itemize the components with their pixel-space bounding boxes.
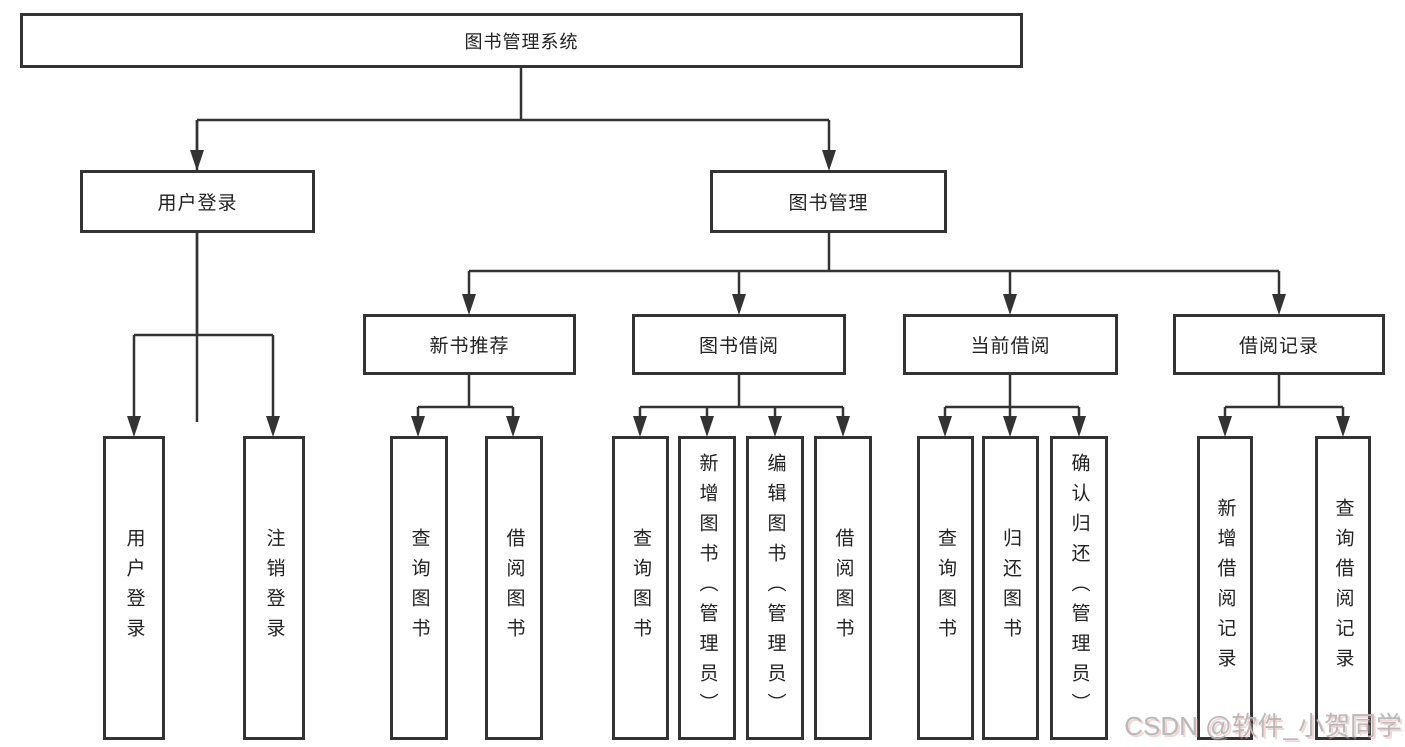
node-label: 借阅记录: [1238, 336, 1319, 357]
node-label: 图书借阅: [698, 336, 779, 357]
node-label: 当前借阅: [970, 336, 1051, 357]
node-label: 图书管理: [788, 193, 869, 214]
node-label: 注销登录: [263, 528, 285, 648]
node-borrow-records: 借阅记录: [1173, 314, 1385, 375]
node-label: 新增借阅记录: [1214, 498, 1236, 678]
node-label: 确认归还（管理员）: [1068, 453, 1090, 723]
node-book-borrow: 图书借阅: [632, 314, 846, 375]
node-new-book-recommend: 新书推荐: [363, 314, 576, 375]
node-label: 查询借阅记录: [1332, 498, 1354, 678]
node-leaf-recommend-borrow-books: 借阅图书: [485, 436, 543, 740]
node-leaf-records-query-record: 查询借阅记录: [1315, 436, 1371, 740]
node-label: 查询图书: [408, 528, 430, 648]
node-leaf-current-return-books: 归还图书: [982, 436, 1039, 740]
node-label: 用户登录: [123, 528, 145, 648]
node-label: 借阅图书: [832, 528, 854, 648]
node-label: 查询图书: [630, 528, 651, 648]
node-leaf-borrow-add-books-admin: 新增图书（管理员）: [678, 436, 736, 740]
node-current-borrow: 当前借阅: [903, 314, 1118, 375]
csdn-watermark: CSDN @软件_小贺同学: [1124, 711, 1402, 741]
node-leaf-user-login: 用户登录: [103, 436, 165, 740]
node-leaf-borrow-borrow-books: 借阅图书: [814, 436, 872, 740]
node-leaf-logout: 注销登录: [243, 436, 305, 740]
node-leaf-records-add-record: 新增借阅记录: [1197, 436, 1253, 740]
node-root-book-management-system: 图书管理系统: [20, 13, 1023, 68]
node-leaf-current-confirm-return-admin: 确认归还（管理员）: [1050, 436, 1108, 740]
node-label: 用户登录: [157, 193, 238, 214]
node-label: 图书管理系统: [464, 31, 579, 52]
node-leaf-current-query-books: 查询图书: [917, 436, 974, 740]
node-label: 编辑图书（管理员）: [764, 453, 786, 723]
node-leaf-borrow-edit-books-admin: 编辑图书（管理员）: [746, 436, 804, 740]
node-leaf-recommend-query-books: 查询图书: [390, 436, 448, 740]
node-label: 新增图书（管理员）: [696, 453, 718, 723]
node-label: 借阅图书: [503, 528, 525, 648]
node-leaf-borrow-query-books: 查询图书: [612, 436, 669, 740]
node-user-login: 用户登录: [80, 170, 315, 233]
node-book-management: 图书管理: [710, 170, 947, 233]
node-label: 查询图书: [935, 528, 956, 648]
node-label: 新书推荐: [429, 336, 510, 357]
node-label: 归还图书: [1000, 528, 1021, 648]
